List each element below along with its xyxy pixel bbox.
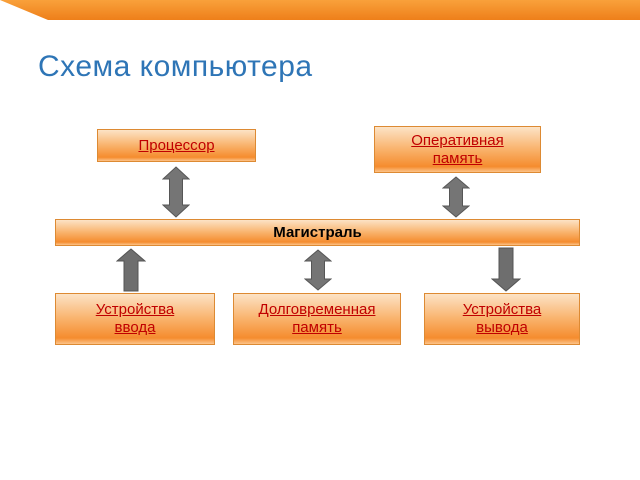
- node-input-devices: Устройства ввода: [55, 293, 215, 345]
- connector-bus-output: [491, 247, 521, 292]
- connector-longterm-bus: [304, 249, 332, 291]
- connector-input-bus: [116, 248, 146, 292]
- connector-ram-bus: [442, 176, 470, 218]
- top-bar-notch: [0, 0, 48, 20]
- node-bus-label: Магистраль: [273, 224, 362, 241]
- connector-processor-bus: [162, 166, 190, 218]
- node-processor-link[interactable]: Процессор: [138, 136, 215, 154]
- node-ram: Оперативная память: [374, 126, 541, 173]
- double-arrow-vertical-icon: [304, 249, 332, 291]
- node-output-devices: Устройства вывода: [424, 293, 580, 345]
- node-ram-link[interactable]: Оперативная память: [411, 131, 504, 167]
- node-bus: Магистраль: [55, 219, 580, 246]
- double-arrow-vertical-icon: [442, 176, 470, 218]
- node-input-devices-link[interactable]: Устройства ввода: [95, 301, 175, 336]
- slide-title: Схема компьютера: [38, 50, 313, 83]
- arrow-up-icon: [116, 248, 146, 292]
- node-processor: Процессор: [97, 129, 256, 162]
- node-output-devices-link[interactable]: Устройства вывода: [462, 301, 542, 336]
- double-arrow-vertical-icon: [162, 166, 190, 218]
- node-long-term-memory-link[interactable]: Долговременная память: [258, 301, 376, 336]
- top-accent-bar: [0, 0, 640, 20]
- node-long-term-memory: Долговременная память: [233, 293, 401, 345]
- arrow-down-icon: [491, 247, 521, 292]
